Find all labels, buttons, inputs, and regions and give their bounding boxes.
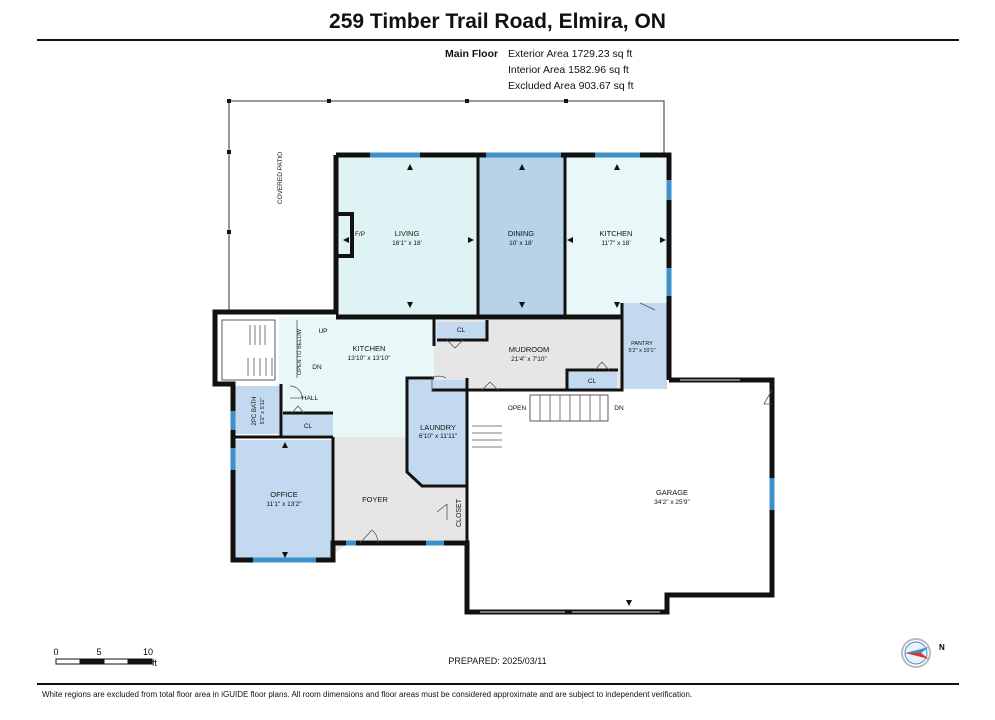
closet-room xyxy=(450,484,466,540)
fireplace-label: F/P xyxy=(355,231,365,238)
laundry-room xyxy=(407,380,467,484)
living-label: LIVING xyxy=(395,229,420,238)
living-dims: 16'1" x 18' xyxy=(392,240,422,247)
office-label: OFFICE xyxy=(270,490,298,499)
laundry-dims: 6'10" x 11'11" xyxy=(419,433,458,440)
windows xyxy=(230,152,775,563)
main-stairs xyxy=(221,319,298,381)
garage-dims: 34'2" x 25'9" xyxy=(654,499,690,506)
disclaimer: White regions are excluded from total fl… xyxy=(42,690,693,699)
exterior-area: Exterior Area 1729.23 sq ft xyxy=(508,48,633,60)
dining-dims: 10' x 18' xyxy=(509,240,533,247)
interior-walls xyxy=(233,156,624,560)
laundry-label: LAUNDRY xyxy=(420,423,456,432)
mudroom-dims: 21'4" x 7'10" xyxy=(511,356,547,363)
hall-closet xyxy=(283,413,333,435)
garage-stairs-dn-label: DN xyxy=(614,405,624,412)
mudroom-closet-2-label: CL xyxy=(588,378,597,385)
scale-bar: 0 5 10 ft xyxy=(52,646,162,677)
stairs-dn-label: DN xyxy=(312,364,322,371)
scale-tick-0: 0 xyxy=(53,647,58,657)
area-summary: Main Floor Exterior Area 1729.23 sq ft In… xyxy=(445,46,634,94)
bath-room xyxy=(233,386,281,434)
mudroom-closet-2 xyxy=(567,372,617,390)
prepared-date: PREPARED: 2025/03/11 xyxy=(448,656,547,666)
bath-dims: 5'2" x 5'11" xyxy=(260,398,266,425)
mudroom-closet-label: CL xyxy=(457,327,466,334)
kitchen-upper-label: KITCHEN xyxy=(600,229,633,238)
floor-label: Main Floor xyxy=(445,48,499,60)
open-to-below-label: OPEN TO BELOW xyxy=(297,328,303,375)
office-dims: 11'1" x 13'2" xyxy=(266,501,302,508)
covered-patio: COVERED PATIO xyxy=(227,99,665,310)
living-room xyxy=(336,156,478,317)
hall-label: HALL xyxy=(302,395,319,402)
garage-doors xyxy=(480,379,740,613)
door-swings xyxy=(289,302,773,544)
pantry-room xyxy=(622,303,667,389)
stairs-up-label: UP xyxy=(318,328,327,335)
hall-closet-label: CL xyxy=(304,423,313,430)
closet-label: CLOSET xyxy=(456,498,463,527)
mudroom-label: MUDROOM xyxy=(509,345,549,354)
dining-room xyxy=(478,156,565,317)
page-title: 259 Timber Trail Road, Elmira, ON xyxy=(329,10,666,33)
scale-tick-5: 5 xyxy=(96,647,101,657)
scale-unit: ft xyxy=(152,658,158,668)
kitchen-main-dims: 13'10" x 13'10" xyxy=(348,355,392,362)
dining-label: DINING xyxy=(508,229,534,238)
office-room xyxy=(233,440,333,558)
covered-patio-label: COVERED PATIO xyxy=(277,152,284,205)
garage-stairs xyxy=(472,394,609,448)
compass-icon: N xyxy=(899,636,949,681)
kitchen-upper-dims: 11'7" x 18' xyxy=(601,240,630,247)
scale-tick-10: 10 xyxy=(143,647,153,657)
bottom-divider xyxy=(37,683,959,685)
garage-stairs-open-label: OPEN xyxy=(508,405,527,412)
bath-label: 2PC BATH xyxy=(252,397,258,426)
compass-north-label: N xyxy=(939,643,945,652)
top-divider xyxy=(37,39,959,41)
dimension-ticks xyxy=(282,164,666,606)
interior-area: Interior Area 1582.96 sq ft xyxy=(508,64,629,76)
kitchen-upper-room xyxy=(565,156,669,317)
pantry-dims: 5'2" x 10'1" xyxy=(628,348,655,354)
fireplace-icon xyxy=(334,212,354,258)
mudroom-closet xyxy=(437,322,487,338)
garage-label: GARAGE xyxy=(656,488,688,497)
foyer-label: FOYER xyxy=(362,495,388,504)
excluded-area: Excluded Area 903.67 sq ft xyxy=(508,80,634,92)
pantry-label: PANTRY xyxy=(631,341,653,347)
kitchen-main-label: KITCHEN xyxy=(353,344,386,353)
